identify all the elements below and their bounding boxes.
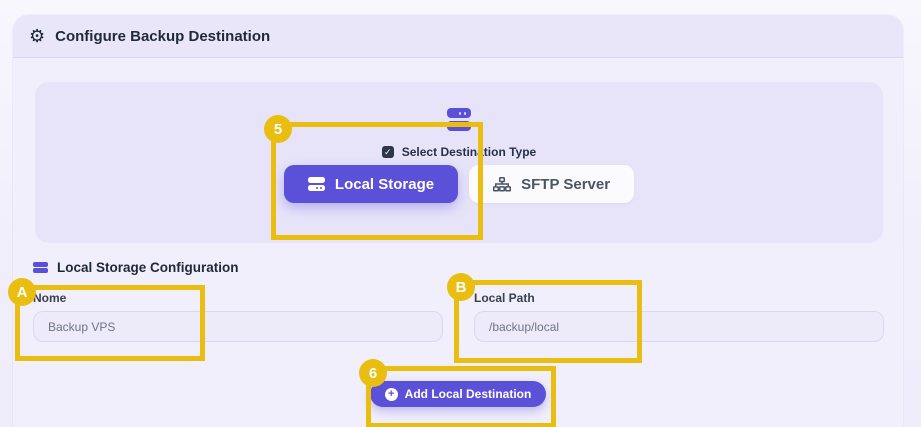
- name-field-group: Nome: [33, 291, 443, 342]
- name-field[interactable]: [33, 311, 443, 342]
- sftp-server-label: SFTP Server: [521, 175, 611, 193]
- server-bar-top: [447, 108, 471, 118]
- server-stack-icon: [447, 108, 471, 131]
- mini-bar-bottom: [33, 268, 48, 274]
- server-bar-bottom: [447, 121, 471, 131]
- local-storage-label: Local Storage: [334, 175, 435, 193]
- add-local-destination-label: Add Local Destination: [404, 387, 532, 401]
- local-path-field[interactable]: [474, 311, 884, 342]
- hdd-bar-bottom: [307, 185, 325, 191]
- hdd-bar-top: [307, 177, 325, 183]
- add-local-destination-button[interactable]: + Add Local Destination: [369, 381, 547, 407]
- destination-type-buttons: Local Storage SFTP Server: [283, 165, 635, 203]
- sftp-server-type-button[interactable]: SFTP Server: [469, 165, 635, 203]
- configure-backup-card: ⚙ Configure Backup Destination ✓ Select …: [13, 15, 903, 427]
- sitemap-icon: [493, 176, 512, 191]
- plus-circle-icon: +: [384, 387, 398, 401]
- destination-type-checkbox[interactable]: ✓: [381, 146, 394, 158]
- storage-section-icon: [33, 261, 48, 274]
- local-path-field-label: Local Path: [474, 291, 535, 305]
- hard-drive-icon: [307, 177, 325, 191]
- page-title: Configure Backup Destination: [55, 27, 271, 45]
- local-storage-type-button[interactable]: Local Storage: [283, 165, 459, 203]
- section-title: Local Storage Configuration: [57, 260, 239, 275]
- submit-row: + Add Local Destination: [13, 381, 903, 407]
- select-destination-label: Select Destination Type: [401, 145, 537, 159]
- config-fields: Nome Local Path: [33, 291, 884, 342]
- mini-bar-top: [33, 261, 48, 267]
- local-path-field-group: Local Path: [474, 291, 884, 342]
- destination-type-panel: ✓ Select Destination Type Local Storage: [35, 82, 883, 243]
- card-header: ⚙ Configure Backup Destination: [13, 15, 903, 58]
- name-field-label: Nome: [33, 291, 67, 305]
- select-destination-row: ✓ Select Destination Type: [381, 145, 537, 159]
- gear-icon: ⚙: [29, 26, 46, 46]
- local-storage-config-header: Local Storage Configuration: [33, 260, 239, 275]
